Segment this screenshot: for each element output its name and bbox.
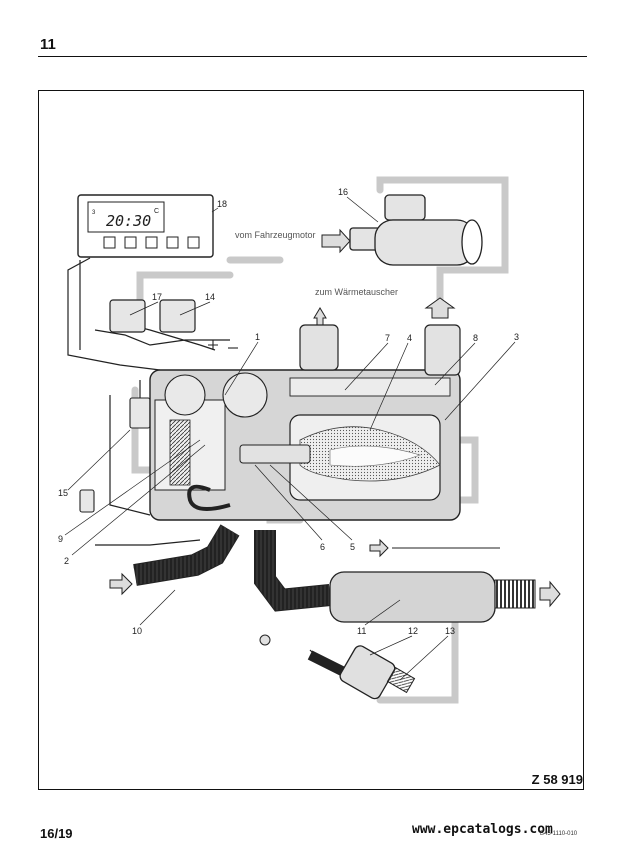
callout-17: 17 bbox=[152, 292, 162, 302]
timer-time: 20:30 bbox=[106, 212, 151, 230]
timer-unit: 3 20:30 C bbox=[77, 194, 214, 258]
metering-pump bbox=[259, 634, 416, 700]
lower-loop bbox=[187, 484, 231, 511]
callout-2: 2 bbox=[64, 556, 69, 566]
callout-1: 1 bbox=[255, 332, 260, 342]
callout-6: 6 bbox=[320, 542, 325, 552]
callout-10: 10 bbox=[132, 626, 142, 636]
battery-terminals bbox=[208, 340, 238, 350]
page-number: 11 bbox=[40, 36, 56, 53]
timer-buttons bbox=[103, 236, 200, 249]
figure-code: Z 58 919 bbox=[531, 772, 583, 787]
callout-3: 3 bbox=[514, 332, 519, 342]
circulation-pump bbox=[349, 194, 483, 266]
flow-arrow-in bbox=[321, 228, 351, 254]
timer-day: 3 bbox=[92, 210, 96, 216]
reference-code: B45-1110-010 bbox=[540, 831, 578, 837]
callout-7: 7 bbox=[385, 333, 390, 343]
callout-8: 8 bbox=[473, 333, 478, 343]
temperature-sensor bbox=[79, 397, 151, 513]
air-intake-hose bbox=[109, 524, 240, 596]
timer-mode: C bbox=[154, 208, 159, 215]
callout-18: 18 bbox=[217, 199, 227, 209]
exhaust-path bbox=[254, 530, 561, 623]
callout-15: 15 bbox=[58, 488, 68, 498]
callout-4: 4 bbox=[407, 333, 412, 343]
callout-13: 13 bbox=[445, 626, 455, 636]
callout-5: 5 bbox=[350, 542, 355, 552]
heater-body bbox=[149, 324, 461, 521]
label-from-engine: vom Fahrzeugmotor bbox=[235, 230, 316, 240]
callout-16: 16 bbox=[338, 187, 348, 197]
header-rule bbox=[38, 56, 587, 57]
callout-12: 12 bbox=[408, 626, 418, 636]
sheet-number: 16/19 bbox=[40, 826, 73, 841]
callout-11: 11 bbox=[357, 626, 366, 636]
relays bbox=[109, 299, 196, 333]
label-to-heat-exchanger: zum Wärmetauscher bbox=[315, 287, 398, 297]
callout-9: 9 bbox=[58, 534, 63, 544]
website-link[interactable]: www.epcatalogs.com bbox=[412, 822, 553, 837]
callout-14: 14 bbox=[205, 292, 215, 302]
callout-leaders bbox=[64, 196, 516, 681]
figure-frame bbox=[38, 90, 584, 790]
callout-numbers: 1 2 3 4 5 6 7 8 9 10 11 12 13 14 15 16 1… bbox=[58, 187, 519, 636]
